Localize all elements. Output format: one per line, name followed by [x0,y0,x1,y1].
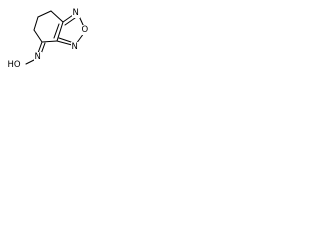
bond-n3-c3a-double [58,37,72,43]
bond-c4-c3a [41,40,58,43]
bond-c7a-n1-double [64,17,76,26]
bond-c4-n-oxime [37,41,43,54]
hydroxyl-label: HO [8,60,21,70]
bond-c7a-c7 [50,10,64,23]
bond-c5-c4 [33,29,43,43]
bond-c3a-c7a [56,21,64,42]
ring-nitrogen-bottom-label: N [72,42,78,52]
imine-nitrogen-label: N [35,52,41,62]
ring-nitrogen-top-label: N [73,8,79,18]
bond-c7-c6 [37,10,52,18]
bond-n-o-oxime [25,59,35,65]
bond-c3a-c7a-inner [53,23,60,39]
bond-c7a-n1 [62,14,74,23]
bond-n3-c3a [56,40,73,46]
bond-c6-c5 [33,16,39,31]
chemical-structure: N O N N HO [7,8,89,70]
ring-oxygen-label: O [82,25,89,35]
